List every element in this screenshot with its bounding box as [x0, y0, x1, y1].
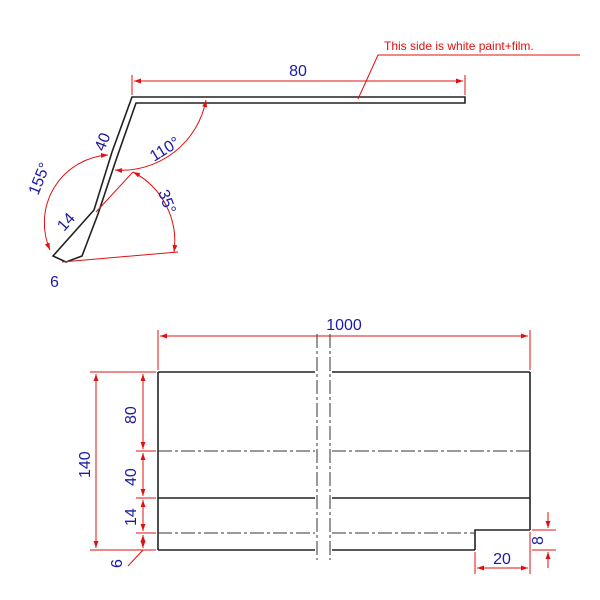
construction-line [95, 171, 134, 213]
construction-line [61, 251, 179, 263]
plan-notch [474, 529, 530, 550]
note-text: This side is white paint+film. [384, 39, 534, 53]
profile-6-label: 6 [50, 274, 59, 291]
segment-label: 40 [123, 468, 140, 486]
notch-width-label: 20 [493, 551, 511, 568]
segment-label: 80 [123, 406, 140, 424]
leader-line [127, 549, 144, 567]
profile-view: This side is white paint+film. 80 110° 1… [26, 39, 580, 291]
plan-view: 1000 140 80 40 14 6 20 8 [77, 317, 556, 574]
profile-outline [51, 96, 466, 263]
segment-label: 6 [109, 559, 126, 568]
angle-110-label: 110° [147, 134, 183, 165]
angle-arc-35 [132, 171, 178, 253]
total-width-label: 140 [77, 451, 94, 478]
dim-top-label: 80 [289, 63, 307, 80]
angle-arc-110 [114, 99, 208, 173]
segment-label: 14 [123, 508, 140, 526]
profile-40-label: 40 [92, 131, 114, 154]
notch-height-label: 8 [530, 536, 547, 545]
angle-155-label: 155° [26, 160, 54, 197]
angle-35-label: 35° [154, 188, 178, 217]
angle-arc-155 [43, 153, 109, 251]
length-label: 1000 [326, 317, 362, 334]
note-leader [357, 54, 580, 100]
